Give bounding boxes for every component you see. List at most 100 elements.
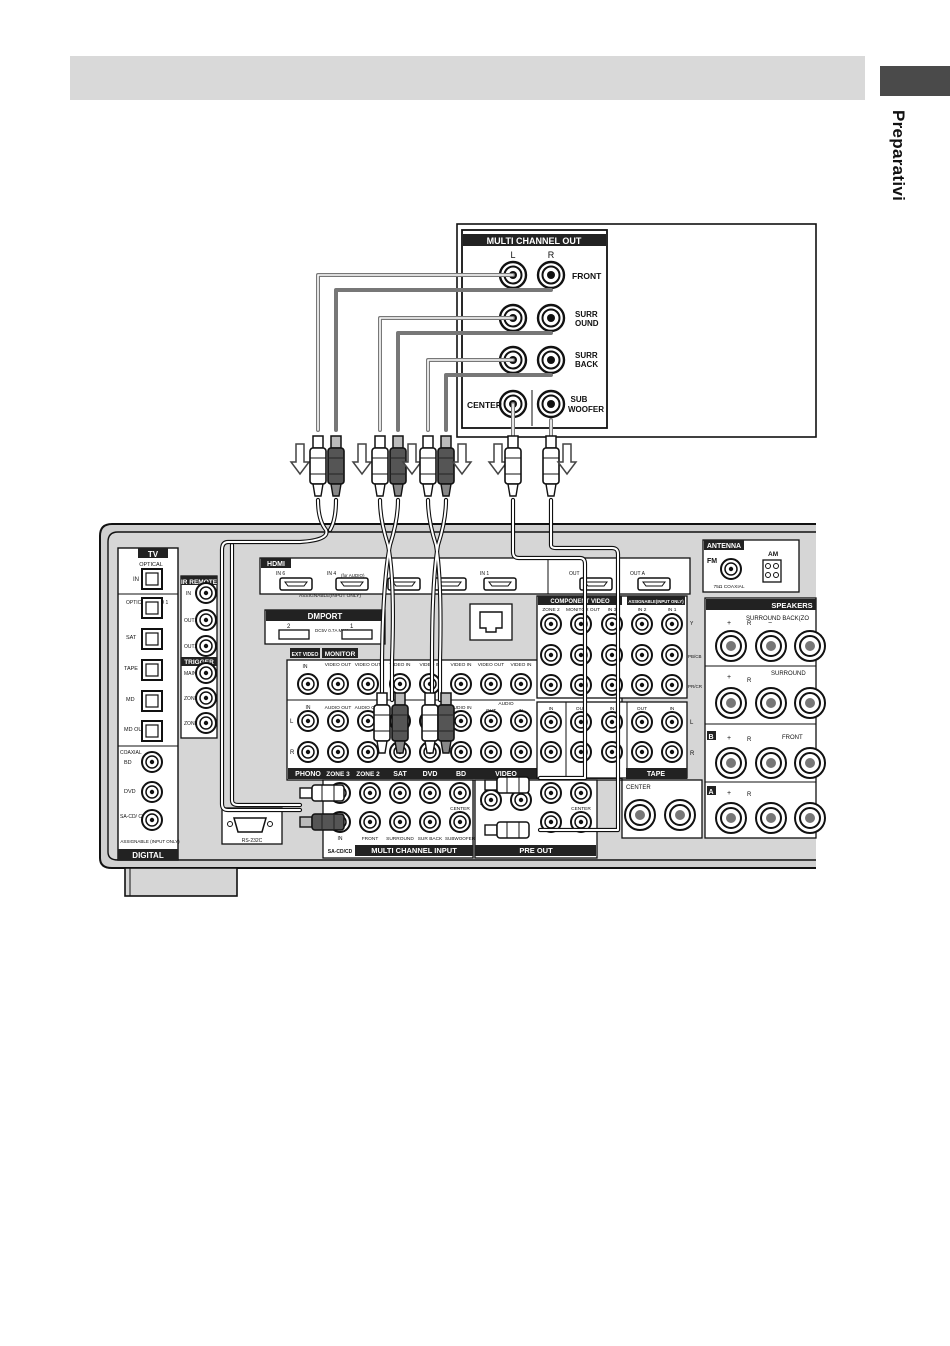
sacd-footer: SA-CD/CD <box>328 849 353 855</box>
sat-optical-label: SAT <box>126 635 137 641</box>
sacd-coax-label: SA-CD/ CD <box>120 814 146 820</box>
zone2-footer: ZONE 2 <box>356 771 380 778</box>
surback-l-plug <box>419 435 437 497</box>
rca-plugs-top <box>290 435 577 497</box>
tape-in-r-jack <box>661 741 683 763</box>
trigger-zone3-label: ZONE3 <box>184 721 201 727</box>
ext-video-in-jack <box>297 673 319 695</box>
hdmi-out-a-label: OUT A <box>630 571 646 577</box>
audio-r-row-label: R <box>290 750 295 756</box>
sb-r-plus-terminal <box>715 630 747 662</box>
front-b-r-plus-terminal <box>715 747 747 779</box>
antenna-header: ANTENNA <box>707 543 741 550</box>
component-in1-pr-jack <box>661 674 683 696</box>
col-r-label: R <box>548 250 555 260</box>
speakers-panel: SPEAKERS SURROUND BACK(ZO + R − + R SURR… <box>704 597 826 839</box>
zone3-audio-out-label: AUDIO OUT <box>325 705 352 711</box>
trigger-zone2-label: ZONE2 <box>184 696 201 702</box>
bd-audio-in-label: AUDIO IN <box>450 705 472 711</box>
subwoofer-jack <box>536 389 566 419</box>
trigger-main-label: MAIN <box>184 671 197 677</box>
mci-surback-l-jack <box>419 782 441 804</box>
cables <box>219 273 621 833</box>
component-in2-pr-jack <box>631 674 653 696</box>
md-optical-label: MD <box>126 697 135 703</box>
sur-plus-label: + <box>727 674 731 681</box>
video-video-out-label: VIDEO OUT <box>478 662 504 668</box>
am-terminal <box>762 559 782 583</box>
tape-optical-port <box>141 659 163 681</box>
sat-optical-port <box>141 628 163 650</box>
ext-video-header: EXT VIDEO <box>292 652 319 658</box>
ir-in-jack <box>195 582 217 604</box>
ir-out1-label: OUT1 <box>184 618 198 624</box>
mci-footer: MULTI CHANNEL INPUT <box>371 846 457 855</box>
zone2-audio-out-label: AUDIO OUT <box>355 705 382 711</box>
tape-footer: TAPE <box>647 771 665 778</box>
md-audio-in-label: IN <box>610 706 615 712</box>
md-out-label: MD OUT <box>124 727 146 733</box>
front-b-l-plus-terminal <box>794 747 826 779</box>
video-video-in-jack <box>510 673 532 695</box>
sacd-in-label: IN <box>338 836 343 842</box>
hdmi-assignable-label: ASSIGNABLE(INPUT ONLY) <box>299 593 361 599</box>
tv-header: TV <box>148 550 159 559</box>
sb-minus-label: − <box>768 620 772 627</box>
center-label: CENTER <box>467 400 502 410</box>
assignable-input-only-label: ASSIGNABLE (INPUT ONLY) <box>120 839 180 844</box>
md-out-r-jack <box>570 741 592 763</box>
mci-front-r-jack <box>359 811 381 833</box>
surback-r-plug <box>437 435 455 497</box>
ir-out2-label: OUT2 <box>184 644 198 650</box>
am-label: AM <box>768 551 778 558</box>
md-out-l-jack <box>570 711 592 733</box>
pre-out-center-label: CENTER <box>571 806 591 812</box>
surround-speaker-label: SURROUND <box>771 671 806 677</box>
hdmi-in6-label: IN 6 <box>276 571 285 577</box>
multi-channel-out-title: MULTI CHANNEL OUT <box>487 236 582 246</box>
surround-l-plug <box>371 435 389 497</box>
md-optical-in-port <box>141 690 163 712</box>
front-a-l-plus-terminal <box>794 802 826 834</box>
monitor-video-out-label: VIDEO OUT <box>325 662 351 668</box>
mci-subwoofer-jack <box>449 811 471 833</box>
chapter-tab <box>880 66 950 96</box>
bd-audio-r-jack <box>450 741 472 763</box>
dmport-2-port <box>278 629 310 640</box>
dvd-coax-label: DVD <box>124 789 136 795</box>
sb-plus-label: + <box>727 620 731 627</box>
mci-surround-label: SURROUND <box>386 836 414 842</box>
arrow-down-icon <box>557 443 577 475</box>
tv-optical-label: OPTICAL <box>139 562 163 568</box>
component-monitor-pb-jack <box>570 644 592 666</box>
component-pb-label: PB/CB <box>688 654 702 659</box>
dmport-panel: DMPORT 2 DC5V 0.7A MAX 1 <box>264 609 386 645</box>
mci-front-l-jack <box>359 782 381 804</box>
hdmi-header: HDMI <box>267 561 285 568</box>
video-video-in-label: VIDEO IN <box>510 662 532 668</box>
arrow-down-icon <box>352 443 372 475</box>
sur-r-minus-terminal <box>755 687 787 719</box>
center-plus-terminal <box>664 799 696 831</box>
mci-subwoofer-label: SUBWOOFER <box>445 836 476 841</box>
center-minus-terminal <box>624 799 656 831</box>
video-audio-in-l-jack <box>510 710 532 732</box>
front-a-r-minus-terminal <box>755 802 787 834</box>
bd-video-in-label: VIDEO IN <box>450 662 472 668</box>
pre-out-center-jack <box>570 782 592 804</box>
antenna-panel: ANTENNA FM 75Ω COAXIAL AM <box>702 539 800 593</box>
component-zone2-label: ZONE 2 <box>542 607 560 613</box>
monitor-header: MONITOR <box>325 651 356 658</box>
surround-label-1: SURR <box>575 310 598 319</box>
component-in2-pb-jack <box>631 644 653 666</box>
speaker-a-label: A <box>708 789 713 796</box>
surround-back-label-1: SURR <box>575 351 598 360</box>
component-assignable-label: ASSIGNABLE(INPUT ONLY) <box>628 599 684 604</box>
dmport-power-label: DC5V 0.7A MAX <box>315 628 348 633</box>
arrow-down-icon <box>290 443 310 475</box>
fm-label: FM <box>707 558 717 565</box>
tv-audio-r-jack <box>540 741 562 763</box>
component-zone2-pb-jack <box>540 644 562 666</box>
trigger-main-jack <box>195 662 217 684</box>
